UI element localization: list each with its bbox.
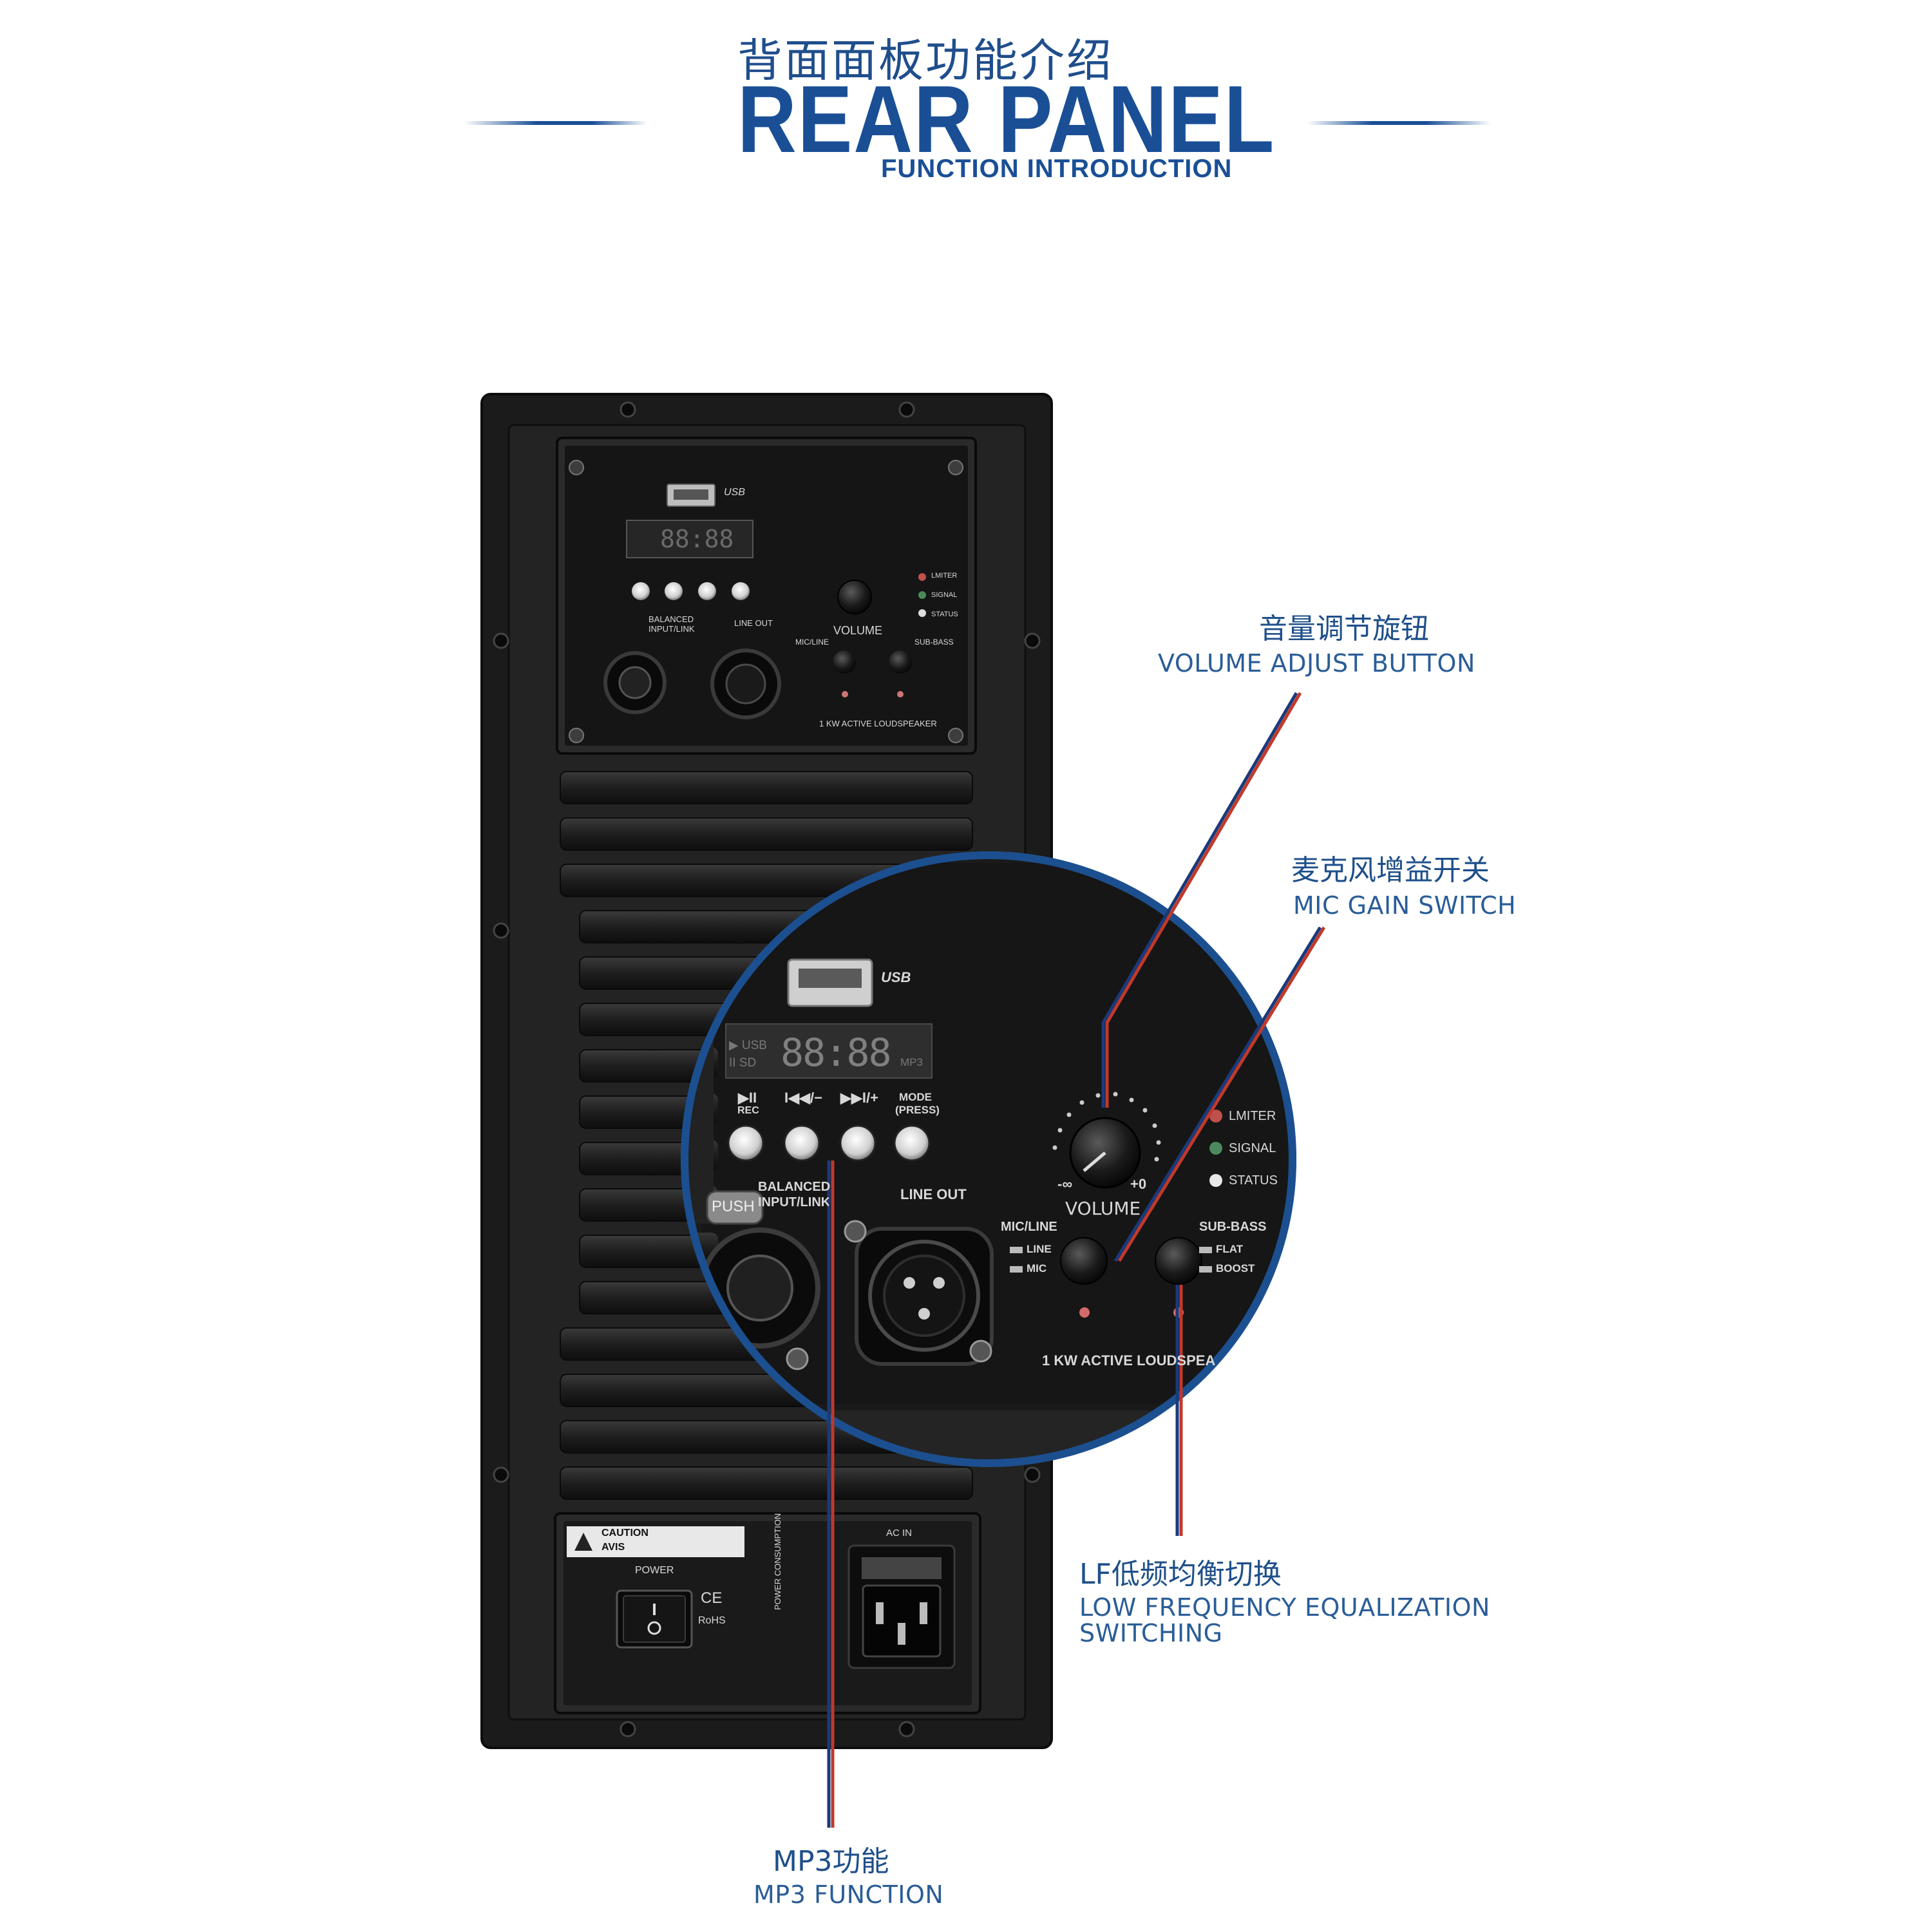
display-digits: 88:88 [781,1030,892,1075]
mic-line-switch[interactable] [1061,1238,1107,1284]
mic-option-label: MIC [1027,1262,1047,1274]
sub-bass-label-small: SUB-BASS [914,638,954,647]
input-link-label: INPUT/LINK [758,1195,829,1209]
limiter-label-small: LMITER [931,572,958,580]
ce-mark: CE [701,1589,723,1607]
flat-option-label: FLAT [1216,1243,1244,1255]
model-label-small: 1 KW ACTIVE LOUDSPEAKER [819,719,937,728]
next-button-label: ▶▶I/+ [840,1090,878,1106]
rohs-mark: RoHS [698,1615,726,1626]
display-sd-indicator: II SD [729,1056,757,1070]
rec-label: REC [737,1105,759,1116]
model-label: 1 KW ACTIVE LOUDSPEAKER [1042,1352,1216,1368]
mp3-callout-cn: MP3功能 [773,1845,889,1878]
signal-led [1209,1142,1222,1155]
volume-callout-en: VOLUME ADJUST BUTTON [1158,649,1475,677]
power-consumption-label: POWER CONSUMPTION [773,1513,782,1610]
line-option-label: LINE [1027,1243,1052,1255]
input-link-label-small: INPUT/LINK [649,624,695,634]
mode-button[interactable] [895,1126,929,1160]
next-button[interactable] [840,1126,875,1160]
signal-label-small: SIGNAL [931,591,958,599]
ac-in-label: AC IN [886,1528,913,1539]
caution-label: CAUTION [601,1528,649,1539]
sub-bass-label: SUB-BASS [1199,1220,1267,1234]
boost-option-label: BOOST [1216,1262,1255,1274]
mode-press-label: (PRESS) [895,1104,940,1116]
volume-callout-cn: 音量调节旋钮 [1259,612,1429,645]
lf-eq-callout-cn: LF低频均衡切换 [1079,1558,1282,1591]
signal-led-label: SIGNAL [1229,1141,1276,1155]
avis-label: AVIS [601,1542,625,1553]
mic-line-label-small: MIC/LINE [795,638,829,647]
volume-label-small: VOLUME [833,624,883,637]
page-subtitle: FUNCTION INTRODUCTION [881,155,1233,183]
title-rule-left [464,121,647,125]
sub-bass-switch[interactable] [1155,1238,1202,1284]
usb-label: USB [881,969,911,985]
lf-eq-callout-en-2: SWITCHING [1079,1619,1223,1647]
limiter-led-label: LMITER [1229,1109,1276,1123]
line-out-label-small: LINE OUT [734,618,773,628]
volume-max-label: +0 [1130,1176,1147,1192]
mic-gain-callout-en: MIC GAIN SWITCH [1293,891,1517,920]
play-rec-button-icon: ▶II [738,1090,757,1106]
line-out-label: LINE OUT [900,1186,967,1202]
mode-button-label: MODE [899,1091,932,1103]
status-led [1209,1174,1222,1187]
title-chinese: 背面面板功能介绍 [737,34,1113,87]
mic-line-label: MIC/LINE [1001,1220,1057,1234]
volume-knob[interactable] [1070,1118,1140,1188]
power-label: POWER [635,1565,674,1576]
title-rule-right [1307,121,1491,125]
volume-label: VOLUME [1065,1198,1141,1219]
volume-min-label: -∞ [1057,1176,1073,1192]
usb-label-small: USB [724,487,745,498]
limiter-led [1209,1110,1222,1122]
balanced-label-small: BALANCED [649,614,694,624]
status-led-label: STATUS [1229,1173,1278,1188]
push-latch-label: PUSH [712,1198,755,1215]
status-label-small: STATUS [931,611,958,618]
display-usb-indicator: ▶ USB [729,1039,767,1052]
prev-button[interactable] [784,1126,819,1160]
mp3-callout-en: MP3 FUNCTION [753,1880,944,1909]
lf-eq-callout-en-1: LOW FREQUENCY EQUALIZATION [1079,1593,1490,1622]
display-small: 88:88 [660,525,734,553]
mic-gain-callout-cn: 麦克风增益开关 [1291,854,1490,887]
page-title: REAR PANEL [737,66,1276,173]
prev-button-label: I◀◀/− [784,1090,822,1106]
display-mp3-indicator: MP3 [900,1056,923,1068]
play-rec-button[interactable] [728,1126,763,1160]
balanced-label: BALANCED [758,1180,831,1194]
